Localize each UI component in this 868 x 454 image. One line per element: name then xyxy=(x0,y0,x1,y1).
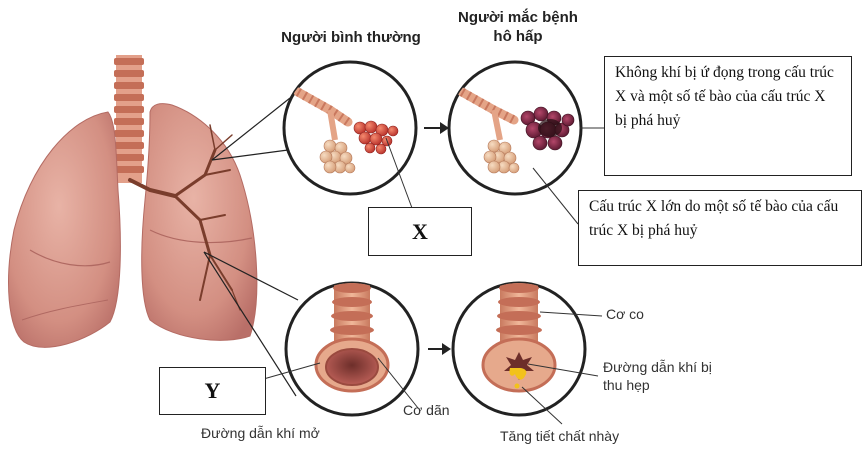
label-contracted-muscle: Cơ co xyxy=(606,306,644,322)
label-narrowed-airway: Đường dẫn khí bị thu hẹp xyxy=(603,358,733,394)
circle-normal-alveoli xyxy=(284,62,416,194)
circle-diseased-alveoli xyxy=(449,62,581,194)
label-relaxed-muscle: Cơ dãn xyxy=(403,402,450,418)
callout-trapped-air: Không khí bị ứ đọng trong cấu trúc X và … xyxy=(604,56,852,176)
callout-enlarged-structure: Cấu trúc X lớn do một số tế bào của cấu … xyxy=(578,190,862,266)
trachea xyxy=(114,55,144,183)
left-lung xyxy=(9,112,121,347)
structure-y-box: Y xyxy=(159,367,266,415)
arrow-bottom xyxy=(428,343,451,355)
circle-open-airway xyxy=(286,278,418,415)
header-disease: Người mắc bệnh hô hấp xyxy=(458,8,578,46)
label-mucus: Tăng tiết chất nhày xyxy=(500,428,619,444)
arrow-top xyxy=(424,122,449,134)
header-normal: Người bình thường xyxy=(258,28,444,47)
structure-x-box: X xyxy=(368,207,472,256)
circle-narrowed-airway xyxy=(453,278,585,415)
label-open-airway: Đường dẫn khí mở xyxy=(201,425,320,441)
lungs-illustration xyxy=(9,55,257,347)
